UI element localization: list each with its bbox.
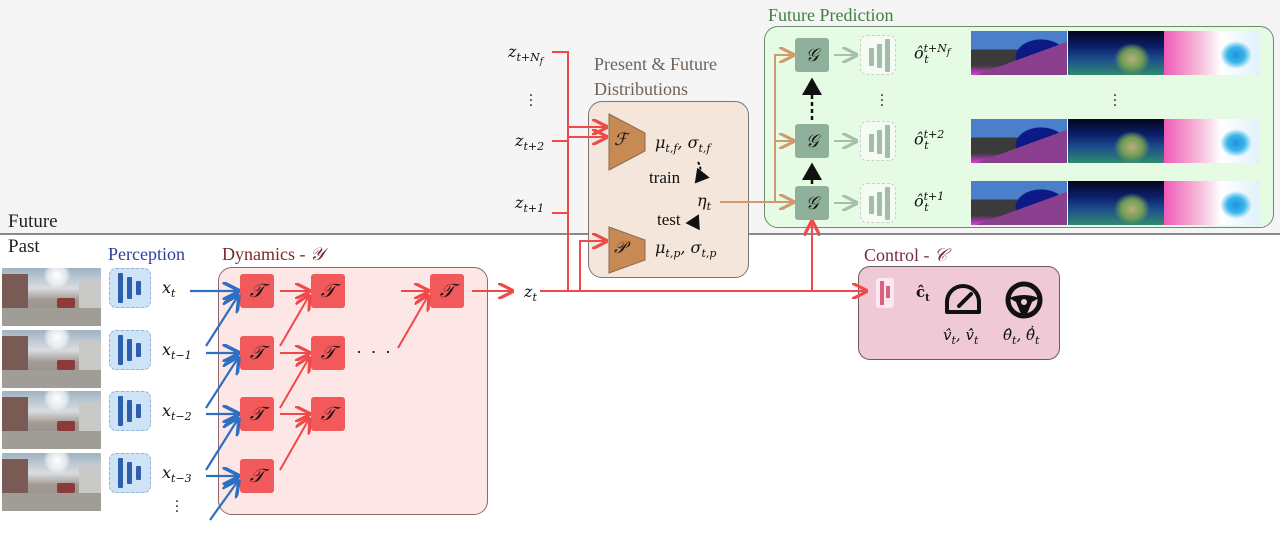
camera-frame (2, 391, 101, 449)
prediction-label: ôt+2t (914, 128, 945, 152)
decoder-block (860, 183, 896, 223)
past-label: Past (8, 236, 40, 257)
temporal-block-final: 𝒯 (430, 274, 464, 308)
perception-encoder (109, 453, 151, 493)
temporal-block: 𝒯 (240, 336, 274, 370)
future-distribution-block (608, 113, 646, 171)
speedometer-icon (945, 284, 981, 314)
generator-arrows (834, 55, 856, 203)
temporal-block: 𝒯 (311, 336, 345, 370)
control-title: Control - 𝒞 (864, 245, 948, 266)
future-distribution-symbol: ℱ (614, 130, 628, 150)
camera-frame (2, 268, 101, 326)
camera-frame (2, 453, 101, 511)
temporal-block: 𝒯 (311, 397, 345, 431)
future-state-label: zt+1 (515, 193, 545, 216)
frames-ellipsis: ··· (174, 494, 180, 520)
depth-image (1068, 119, 1164, 163)
optical-flow-image (1164, 119, 1260, 163)
decoder-block (860, 121, 896, 161)
decoder-block (860, 35, 896, 75)
present-state-label: zt (524, 282, 537, 305)
future-distribution-params: μt,f, σt,f (655, 133, 711, 156)
train-label: train (649, 168, 681, 187)
present-distribution-symbol: 𝒫 (614, 238, 627, 258)
generator-block: 𝒢 (795, 38, 829, 72)
perception-arrows (190, 291, 238, 521)
perception-title: Perception (108, 244, 185, 264)
temporal-block: 𝒯 (311, 274, 345, 308)
distributions-title-line1: Present & Future (594, 54, 717, 74)
future-state-label: zt+2 (515, 131, 545, 154)
feature-label: xt−3 (162, 463, 192, 486)
feature-label: xt−1 (162, 340, 192, 363)
perception-encoder (109, 268, 151, 308)
optical-flow-image (1164, 31, 1260, 75)
generator-block: 𝒢 (795, 186, 829, 220)
control-code: ĉt (916, 283, 930, 304)
present-distribution-block (608, 226, 646, 274)
present-distribution-params: μt,p, σt,p (655, 238, 717, 261)
temporal-block: 𝒯 (240, 459, 274, 493)
generator-block: 𝒢 (795, 124, 829, 158)
depth-image (1068, 31, 1164, 75)
decoder-ellipsis: ··· (879, 88, 885, 114)
dynamics-arrows (279, 51, 866, 471)
latent-arrows (720, 55, 793, 202)
future-states-ellipsis: ··· (528, 88, 534, 114)
feature-label: xt−2 (162, 401, 192, 424)
semantic-segmentation-image (971, 119, 1067, 163)
test-label: test (657, 210, 681, 229)
future-state-label: zt+Nf (508, 42, 544, 68)
optical-flow-image (1164, 181, 1260, 225)
control-encoder (876, 278, 894, 308)
steering-wheel-icon (1005, 281, 1043, 319)
temporal-block: 𝒯 (240, 397, 274, 431)
camera-frame (2, 330, 101, 388)
dynamics-ellipsis: · · · (356, 342, 393, 362)
prediction-label: ôt+1t (914, 190, 945, 214)
train-test-arrows (685, 161, 710, 231)
future-label: Future (8, 211, 58, 232)
semantic-segmentation-image (971, 181, 1067, 225)
latent-sample-label: ηt (697, 191, 712, 214)
speed-label: v̂t, v̂̇t (943, 326, 979, 347)
semantic-segmentation-image (971, 31, 1067, 75)
prediction-label: ôt+Nft (914, 42, 951, 66)
temporal-block: 𝒯 (240, 274, 274, 308)
perception-encoder (109, 391, 151, 431)
steering-label: θ̂t, θ̂̇t (1003, 326, 1040, 347)
depth-image (1068, 181, 1164, 225)
perception-encoder (109, 330, 151, 370)
distributions-title-line2: Distributions (594, 79, 689, 99)
predictions-ellipsis: ··· (1112, 88, 1118, 114)
dynamics-title: Dynamics - 𝒴 (222, 244, 325, 265)
feature-label: xt (162, 278, 176, 301)
future-prediction-title: Future Prediction (768, 5, 894, 25)
